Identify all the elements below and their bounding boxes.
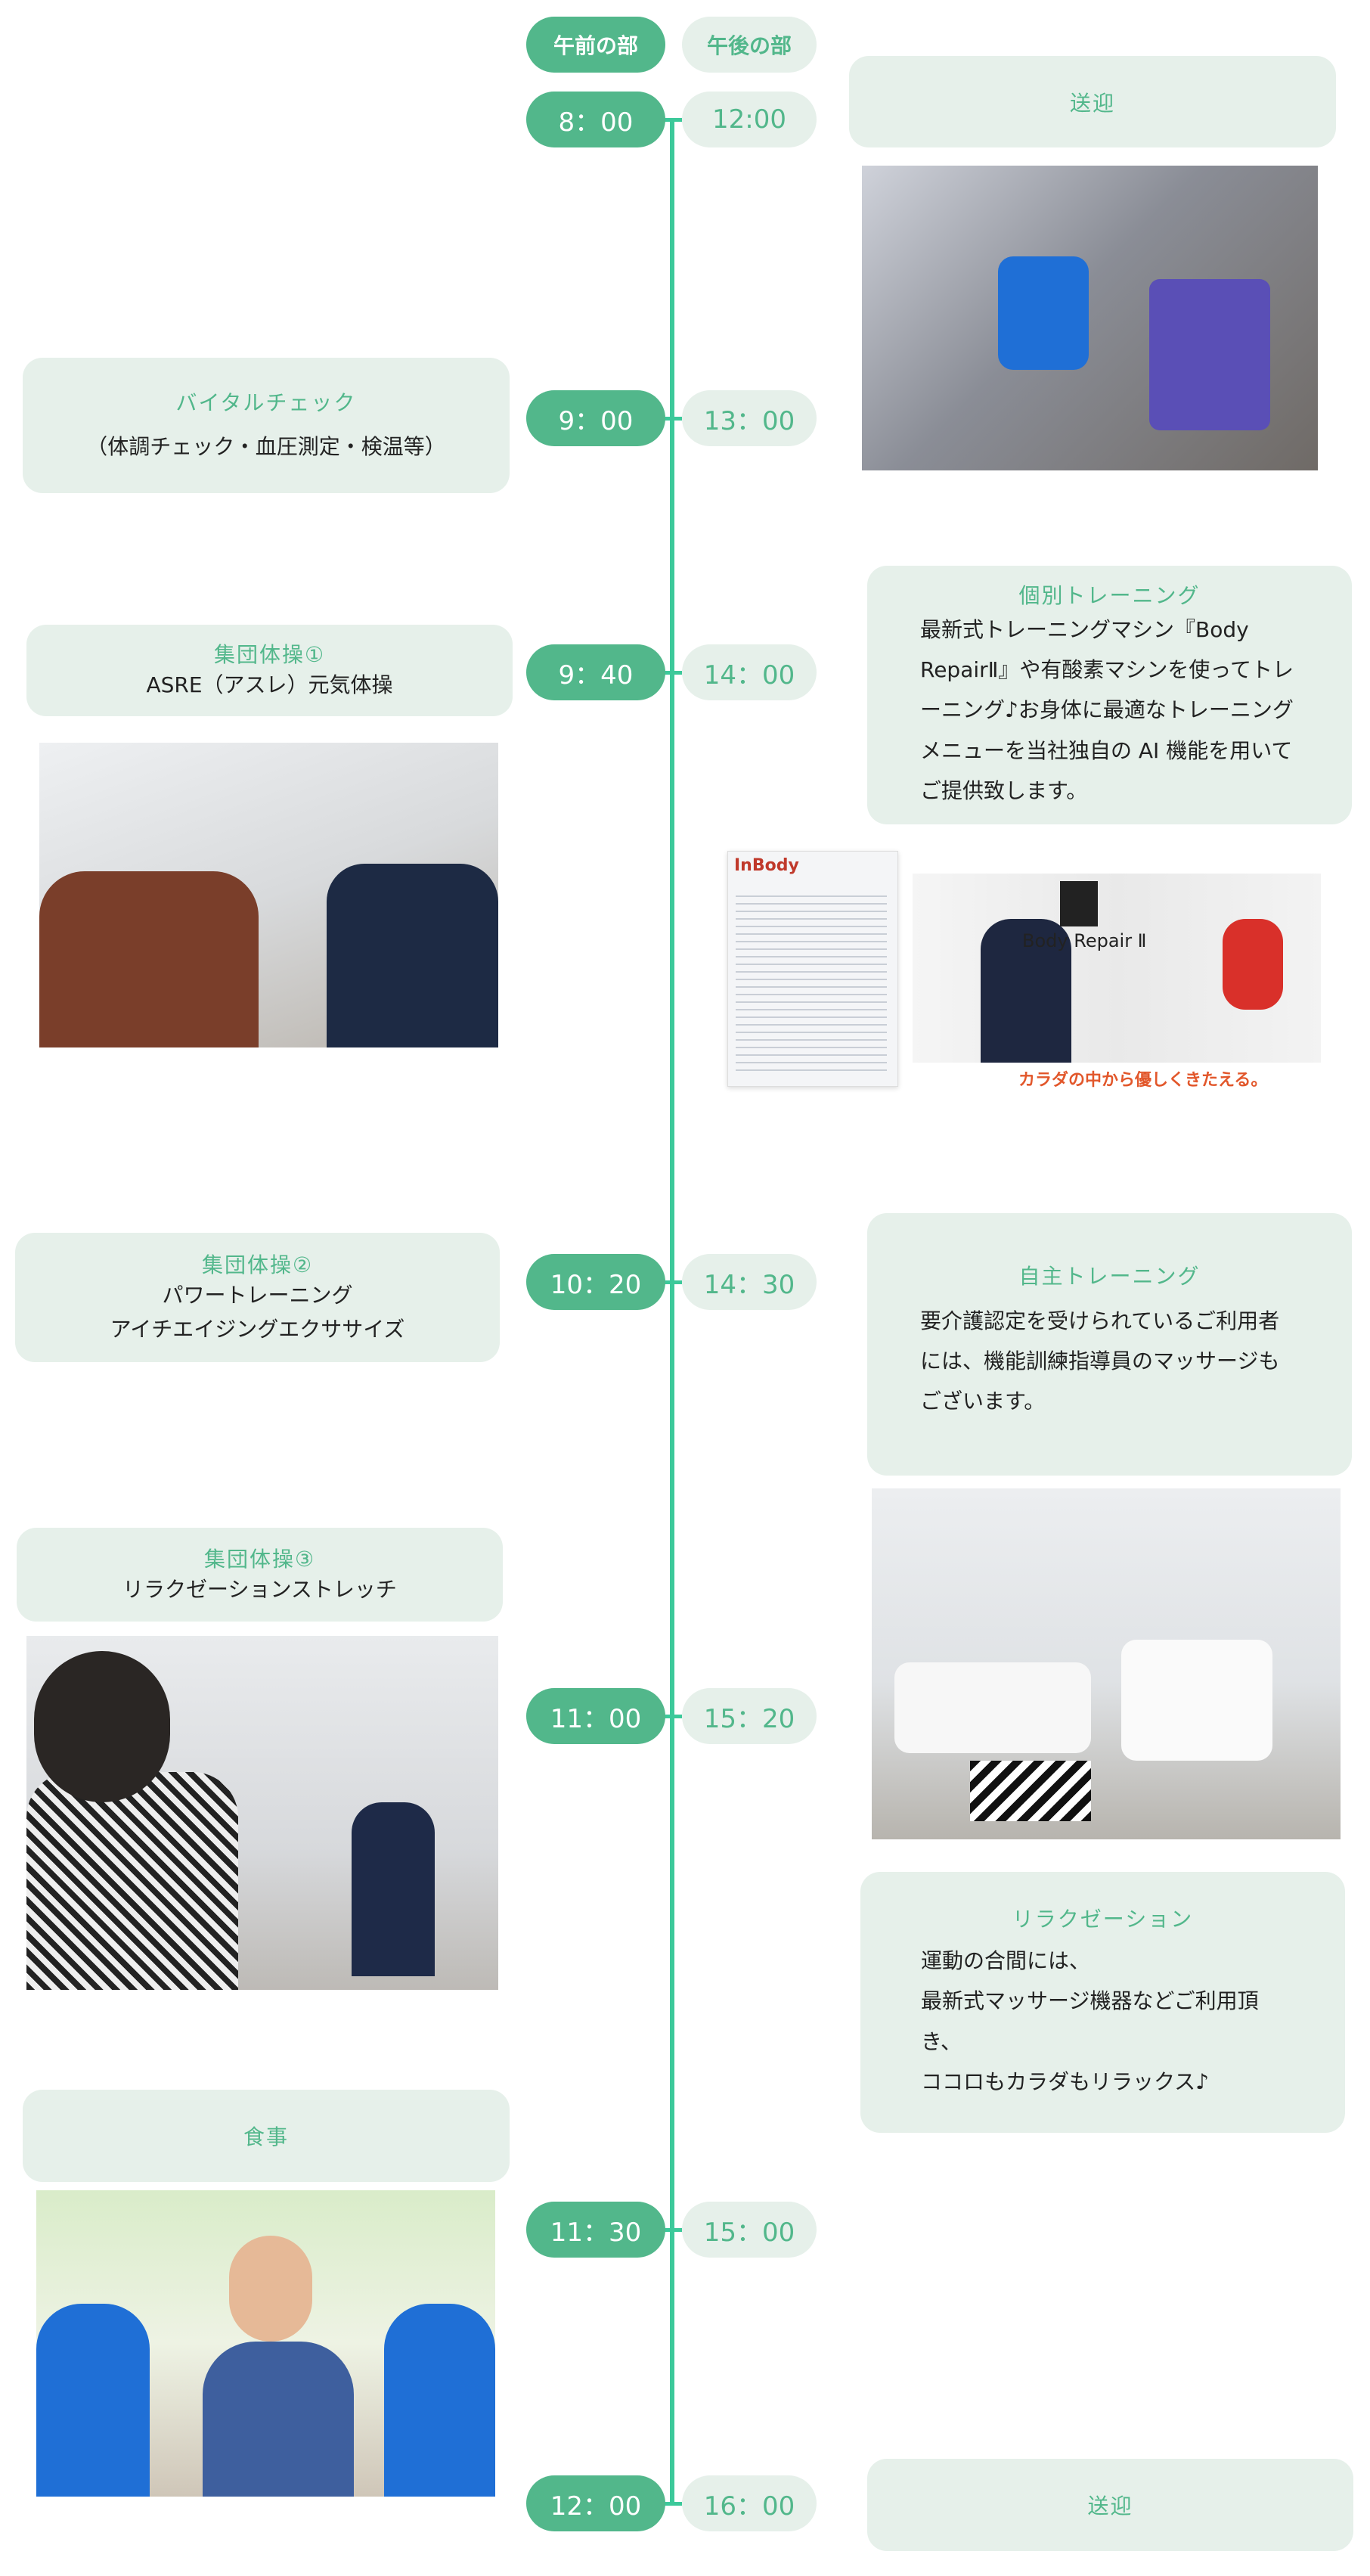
pickup-bottom-card: 送迎 — [867, 2459, 1353, 2551]
meal-card: 食事 — [23, 2090, 510, 2182]
morning-time-badge: 9：00 — [526, 390, 665, 446]
inbody-logo: InBody — [734, 856, 799, 875]
card-title: リラクゼーション — [1012, 1907, 1194, 1932]
card-title: 送迎 — [1087, 2494, 1133, 2519]
card-title: 集団体操① — [213, 642, 326, 668]
timeline-line — [670, 119, 674, 2503]
pickup-van-photo — [862, 166, 1318, 470]
timeline-tick — [664, 2228, 682, 2232]
card-body-line: 運動の合間には、 — [921, 1948, 1091, 1974]
afternoon-time-badge: 12:00 — [682, 92, 817, 147]
card-body: 要介護認定を受けられているご利用者には、機能訓練指導員のマッサージもございます。 — [920, 1308, 1280, 1414]
timeline-tick — [664, 1715, 682, 1718]
card-title: 個別トレーニング — [1018, 583, 1201, 609]
card-body: リラクゼーションストレッチ — [122, 1576, 397, 1602]
inbody-result-sheet-image: InBody — [727, 851, 898, 1087]
card-body: 最新式トレーニングマシン『Body RepairⅡ』や有酸素マシンを使ってトレー… — [920, 617, 1294, 803]
timeline-tick — [664, 2502, 682, 2506]
relaxation-card: リラクゼーション 運動の合間には、 最新式マッサージ機器などご利用頂き、 ココロ… — [860, 1872, 1345, 2133]
card-title: 送迎 — [1069, 90, 1115, 116]
card-body-line: アイチエイジングエクササイズ — [110, 1316, 405, 1342]
afternoon-time-badge: 16：00 — [682, 2475, 817, 2531]
pickup-top-card: 送迎 — [849, 56, 1336, 147]
card-body-line: 最新式マッサージ機器などご利用頂き、 — [921, 1988, 1259, 2054]
group-exercise-photo — [39, 743, 498, 1047]
card-body: （体調チェック・血圧測定・検温等） — [86, 434, 446, 460]
card-body-line: パワートレーニング — [162, 1282, 353, 1308]
afternoon-tab[interactable]: 午後の部 — [682, 17, 817, 73]
card-title: バイタルチェック — [175, 390, 357, 416]
meal-photo — [36, 2190, 495, 2497]
group-exercise-3-card: 集団体操③ リラクゼーションストレッチ — [17, 1528, 503, 1622]
vital-check-card: バイタルチェック （体調チェック・血圧測定・検温等） — [23, 358, 510, 493]
individual-training-card: 個別トレーニング 最新式トレーニングマシン『Body RepairⅡ』や有酸素マ… — [867, 566, 1352, 824]
stretch-photo — [26, 1636, 498, 1990]
training-machines-photo — [872, 1488, 1341, 1839]
morning-time-badge: 9：40 — [526, 644, 665, 700]
morning-time-badge: 11：00 — [526, 1688, 665, 1744]
afternoon-time-badge: 13：00 — [682, 390, 817, 446]
timeline-tick — [664, 1280, 682, 1284]
card-title: 食事 — [243, 2124, 289, 2149]
body-repair-logo: Body Repair Ⅱ — [1022, 930, 1147, 951]
timeline-tick — [664, 118, 682, 122]
morning-time-badge: 8：00 — [526, 92, 665, 147]
body-repair-ad-image: Body Repair Ⅱ カラダの中から優しくきたえる。 — [913, 874, 1321, 1090]
afternoon-time-badge: 15：00 — [682, 2202, 817, 2258]
morning-time-badge: 10：20 — [526, 1254, 665, 1310]
card-body-line: ココロもカラダもリラックス♪ — [921, 2069, 1210, 2094]
group-exercise-1-card: 集団体操① ASRE（アスレ）元気体操 — [26, 625, 513, 716]
card-body: ASRE（アスレ）元気体操 — [146, 672, 393, 698]
timeline-tick — [664, 671, 682, 675]
morning-time-badge: 12：00 — [526, 2475, 665, 2531]
morning-tab[interactable]: 午前の部 — [526, 17, 665, 73]
body-repair-caption: カラダの中から優しくきたえる。 — [1018, 1071, 1268, 1090]
group-exercise-2-card: 集団体操② パワートレーニング アイチエイジングエクササイズ — [15, 1233, 500, 1362]
afternoon-time-badge: 14：30 — [682, 1254, 817, 1310]
self-training-card: 自主トレーニング 要介護認定を受けられているご利用者には、機能訓練指導員のマッサ… — [867, 1213, 1352, 1476]
morning-time-badge: 11：30 — [526, 2202, 665, 2258]
afternoon-time-badge: 15：20 — [682, 1688, 817, 1744]
afternoon-time-badge: 14：00 — [682, 644, 817, 700]
card-title: 集団体操③ — [203, 1546, 316, 1572]
card-title: 自主トレーニング — [1018, 1264, 1201, 1289]
card-title: 集団体操② — [201, 1252, 314, 1277]
timeline-tick — [664, 417, 682, 421]
